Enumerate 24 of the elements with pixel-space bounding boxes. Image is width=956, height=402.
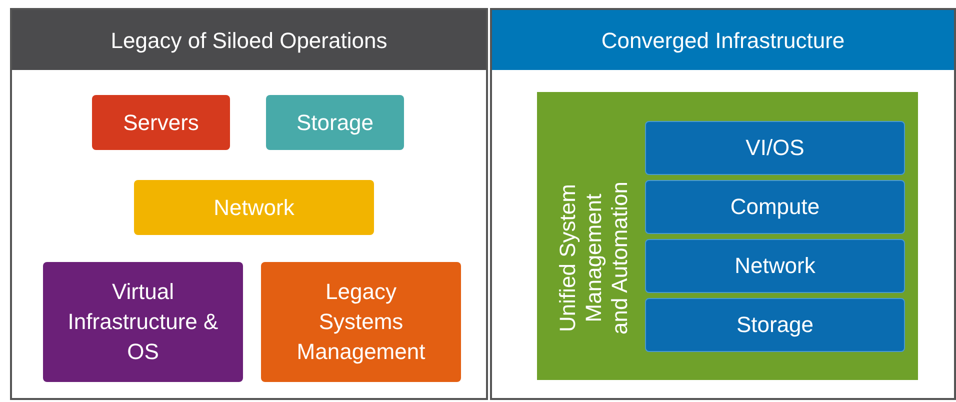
panel-title: Legacy of Siloed Operations [110,26,388,55]
component-label: Storage [736,311,814,339]
component-label: Compute [730,193,820,221]
component-box [645,239,905,293]
component-label: Network [214,194,294,222]
component-label: VI/OS [746,134,804,162]
group-box [537,92,918,380]
component-box [134,180,374,235]
component-label: Network [734,252,816,280]
component-box [645,180,905,234]
component-box [43,262,243,382]
component-box [645,121,905,175]
panel-title: Converged Infrastructure [601,26,845,55]
panel [490,8,956,400]
panel [10,8,488,400]
component-box [645,298,905,352]
component-label: Virtual Infrastructure & OS [67,278,219,366]
component-label: Legacy Systems Management [296,278,426,366]
component-box [261,262,461,382]
component-box [92,95,230,150]
vertical-label: Unified System Management and Automation [555,180,633,336]
component-label: Servers [123,108,199,136]
component-label: Storage [296,108,374,137]
component-box [266,95,404,150]
